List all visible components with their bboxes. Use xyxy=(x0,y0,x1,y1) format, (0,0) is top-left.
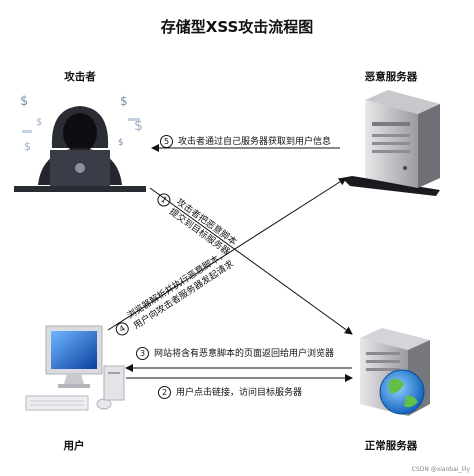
step-3-label: 3 网站将含有恶意脚本的页面返回给用户浏览器 xyxy=(136,347,334,360)
normal-server-label: 正常服务器 xyxy=(364,440,418,452)
svg-text:$: $ xyxy=(120,94,128,108)
malicious-server-icon xyxy=(342,90,440,196)
step-5-number: 5 xyxy=(160,135,173,148)
malicious-server-label: 恶意服务器 xyxy=(364,71,418,83)
svg-text:$: $ xyxy=(118,138,124,148)
normal-server-icon xyxy=(360,328,430,416)
svg-text:$: $ xyxy=(36,117,42,128)
svg-text:$: $ xyxy=(134,118,143,134)
step-5-text: 攻击者通过自己服务器获取到用户信息 xyxy=(178,137,332,147)
step-3-number: 3 xyxy=(136,347,149,360)
step-2-text: 用户点击链接，访问目标服务器 xyxy=(176,388,303,398)
diagram-title: 存储型XSS攻击流程图 xyxy=(160,18,314,36)
arrow-step-4 xyxy=(107,177,347,331)
step-2-label: 2 用户点击链接，访问目标服务器 xyxy=(158,386,302,399)
step-5-label: 5 攻击者通过自己服务器获取到用户信息 xyxy=(160,135,331,148)
step-2-number: 2 xyxy=(158,386,171,399)
attacker-label: 攻击者 xyxy=(64,71,96,83)
arrow-step-1 xyxy=(149,187,353,335)
svg-text:$: $ xyxy=(24,140,31,153)
user-computer-icon xyxy=(25,325,125,411)
user-label: 用户 xyxy=(63,440,85,452)
watermark: CSDN @xiaobai_lily xyxy=(411,466,470,473)
hacker-icon: $ $ $ $ $ $ xyxy=(14,94,146,192)
step-3-text: 网站将含有恶意脚本的页面返回给用户浏览器 xyxy=(154,349,335,359)
svg-text:$: $ xyxy=(20,94,28,109)
